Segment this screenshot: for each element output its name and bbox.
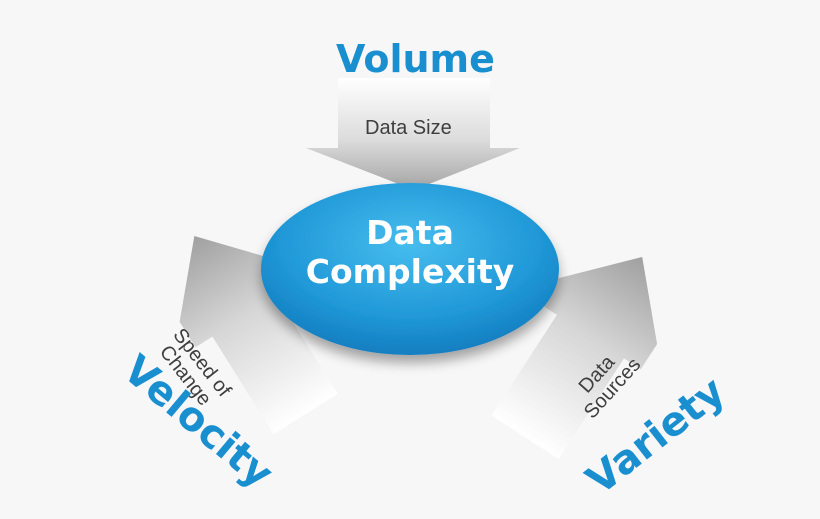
data-complexity-ellipse (261, 183, 559, 355)
volume-subtitle: Data Size (365, 117, 452, 139)
center-line1: Data (366, 213, 454, 252)
volume-title: Volume (336, 37, 495, 81)
velocity-arrow (179, 235, 338, 435)
volume-arrow (306, 78, 520, 190)
center-label: Data Complexity (260, 213, 560, 292)
variety-arrow (491, 256, 658, 460)
center-line2: Complexity (305, 251, 515, 291)
